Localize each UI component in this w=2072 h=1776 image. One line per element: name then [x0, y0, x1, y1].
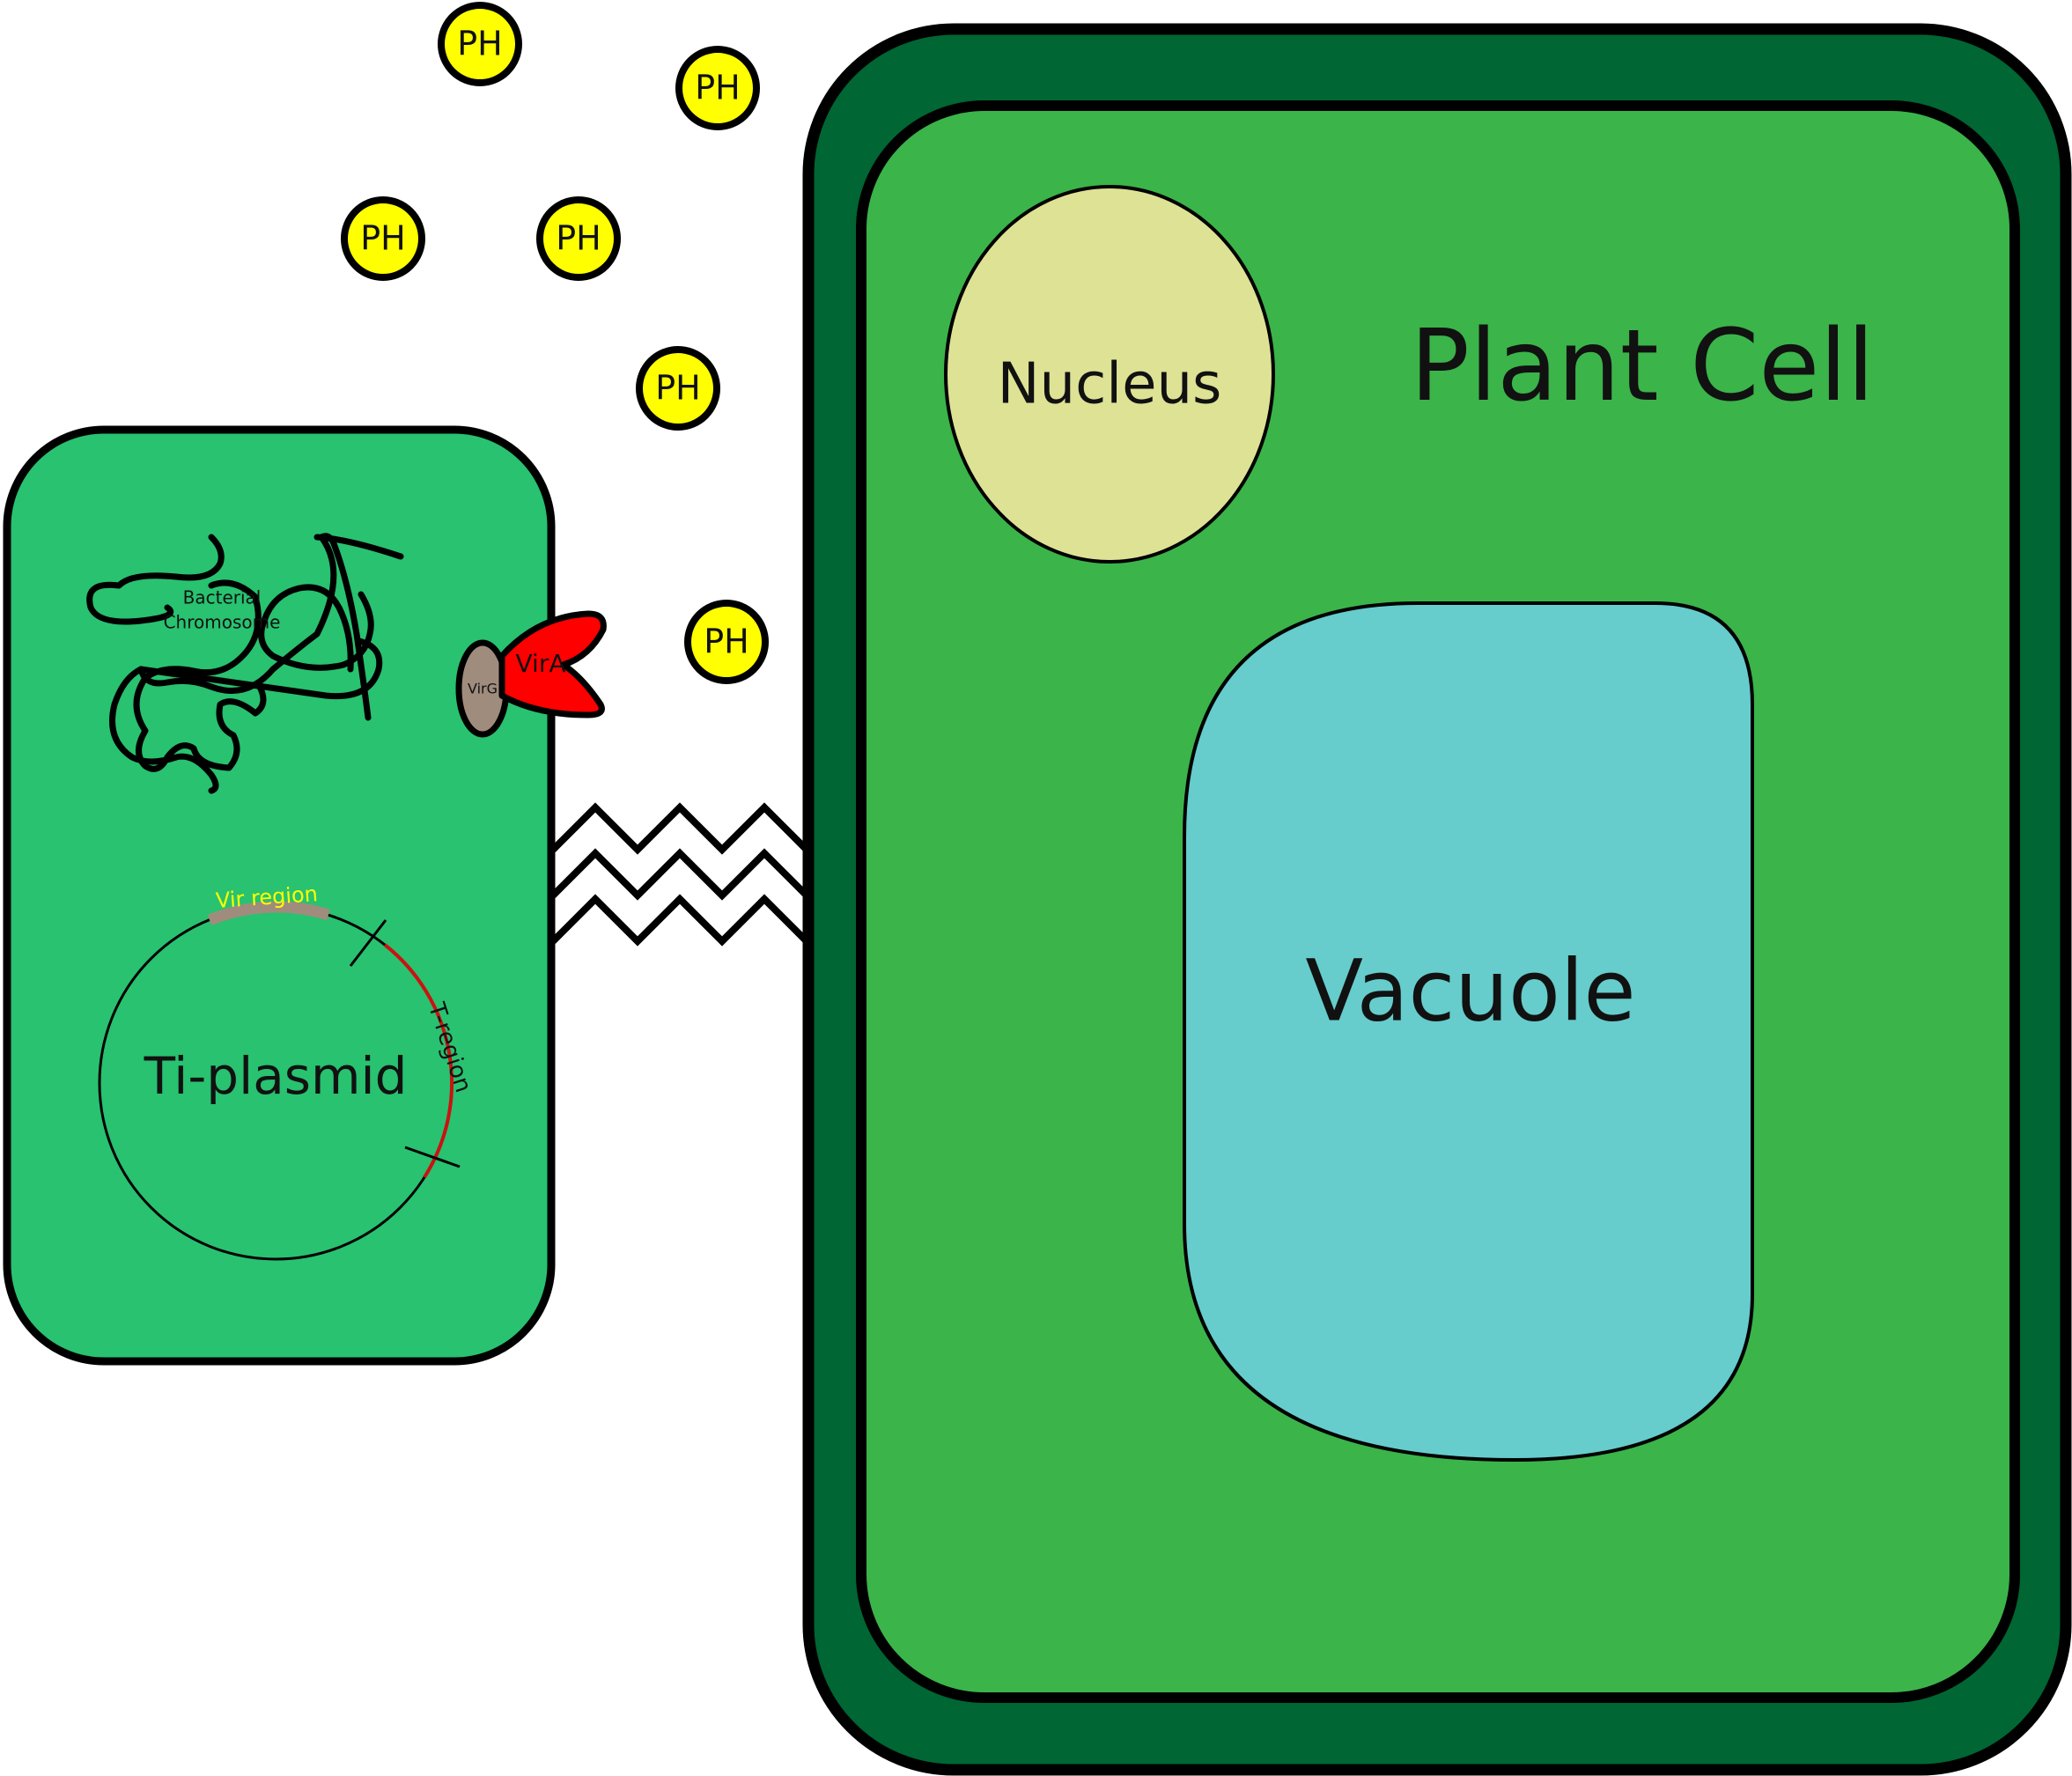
attachment-zigzags — [550, 802, 809, 947]
ph-molecule-label: PH — [556, 219, 601, 258]
t-region-border-right — [404, 1146, 461, 1168]
t-region-border-left — [349, 919, 387, 967]
ph-molecule-label: PH — [360, 219, 406, 258]
zigzag-line — [550, 802, 809, 855]
ph-molecule: PH — [684, 600, 769, 684]
ph-molecule-label: PH — [655, 369, 701, 408]
chromosome-strand — [258, 584, 374, 673]
ph-molecule-circle — [636, 346, 720, 431]
phenolic-molecules: PH PH PH PH PH PH — [341, 2, 769, 684]
chromosome-label-line2: Chromosome — [164, 612, 281, 633]
nucleus — [944, 185, 1275, 564]
t-region — [383, 943, 454, 1179]
ph-molecule-circle — [536, 196, 621, 281]
ph-molecule: PH — [636, 346, 720, 431]
chromosome-label-line1: Bacterial — [183, 587, 262, 608]
chromosome-strand — [137, 533, 372, 721]
plant-cell: Nucleus Vacuole Plant Cell — [802, 23, 2072, 1776]
chromosome-strand — [137, 637, 383, 700]
chromosome-strand — [313, 534, 404, 560]
bacterium-body — [3, 425, 556, 1366]
ph-molecule-label: PH — [695, 69, 741, 107]
zigzag-line — [550, 894, 809, 947]
vir-region — [207, 901, 330, 926]
ph-molecule: PH — [438, 2, 522, 86]
bacterial-chromosome — [86, 533, 404, 794]
bacterium: Bacterial Chromosome VirG VirA Vir regio… — [3, 425, 607, 1366]
ph-molecule-circle — [438, 2, 522, 86]
zigzag-line — [550, 848, 809, 901]
ph-molecule-label: PH — [457, 25, 503, 63]
ti-plasmid-label: Ti-plasmid — [144, 1046, 408, 1106]
vira-receptor — [498, 610, 607, 719]
ph-molecule-circle — [684, 600, 769, 684]
ph-molecule-circle — [341, 196, 425, 281]
ph-molecule-circle — [675, 46, 760, 130]
chromosome-strand — [86, 534, 267, 772]
vacuole-label: Vacuole — [1305, 941, 1635, 1040]
plant-cell-title: Plant Cell — [1410, 309, 1874, 424]
vacuole — [1183, 601, 1754, 1463]
ph-molecule: PH — [536, 196, 621, 281]
virg-label: VirG — [468, 681, 498, 697]
ph-molecule-label: PH — [704, 623, 749, 661]
ph-molecule: PH — [675, 46, 760, 130]
nucleus-label: Nucleus — [998, 352, 1222, 417]
ph-molecule: PH — [341, 196, 425, 281]
chromosome-strand — [109, 666, 219, 794]
vira-label: VirA — [516, 649, 566, 678]
